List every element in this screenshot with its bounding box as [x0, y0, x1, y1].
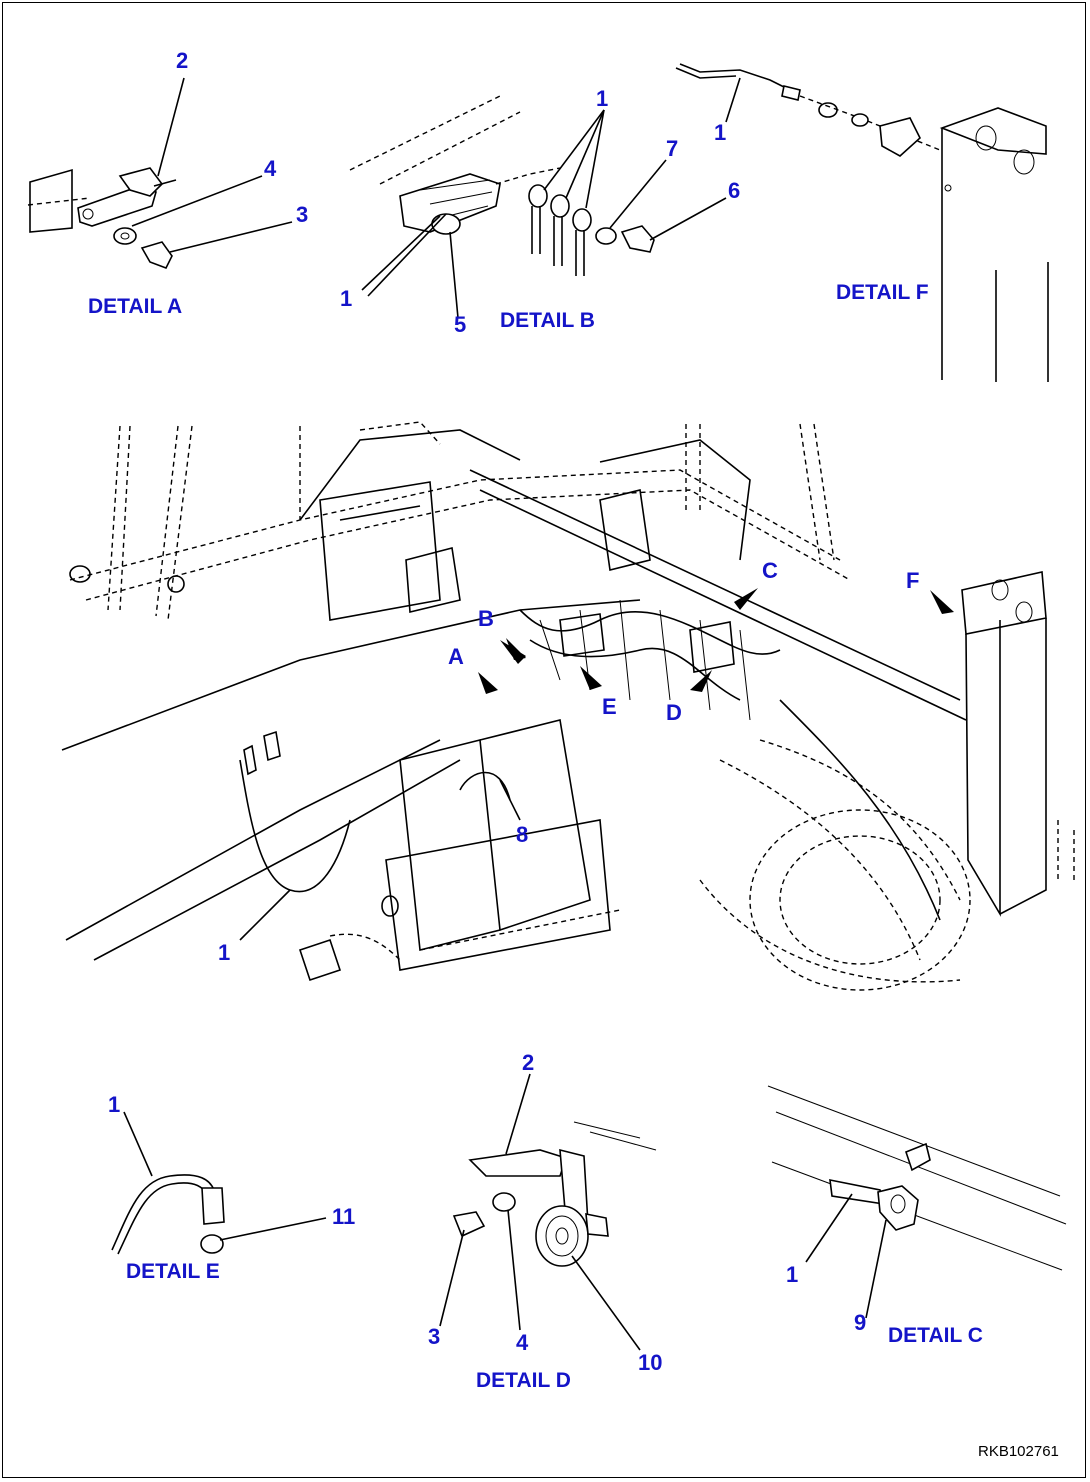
view-letter-f: F [906, 568, 919, 593]
detail-e-callout-1: 1 [108, 1092, 120, 1117]
detail-e-callout-11: 11 [332, 1204, 355, 1229]
detail-f-callout-1: 1 [714, 120, 726, 145]
view-letter-b: B [478, 606, 494, 631]
main-callout-1: 1 [218, 940, 230, 965]
detail-b-callout-1-top: 1 [596, 86, 608, 111]
detail-a-callout-4: 4 [264, 156, 277, 181]
detail-b-callout-6: 6 [728, 178, 740, 203]
detail-f-drawing [675, 63, 1049, 382]
drawing-reference: RKB102761 [978, 1443, 1059, 1460]
detail-d-callout-10: 10 [638, 1350, 662, 1375]
detail-c-callout-1: 1 [786, 1262, 798, 1287]
detail-c-callout-9: 9 [854, 1310, 866, 1335]
detail-c-drawing [767, 1085, 1067, 1319]
detail-a-callout-3: 3 [296, 202, 308, 227]
main-callout-8: 8 [516, 822, 528, 847]
detail-e-drawing [111, 1111, 327, 1255]
view-letter-e: E [602, 694, 617, 719]
detail-a-callout-2: 2 [176, 48, 188, 73]
main-view-drawing [61, 421, 1075, 991]
detail-c-label: DETAIL C [888, 1324, 983, 1347]
detail-b-callout-7: 7 [666, 136, 678, 161]
view-letter-d: D [666, 700, 682, 725]
detail-f-label: DETAIL F [836, 281, 929, 304]
detail-d-callout-3: 3 [428, 1324, 440, 1349]
detail-d-label: DETAIL D [476, 1369, 571, 1392]
detail-d-callout-4: 4 [516, 1330, 529, 1355]
detail-b-drawing [349, 95, 727, 319]
detail-a-label: DETAIL A [88, 295, 182, 318]
detail-b-callout-5: 5 [454, 312, 466, 337]
detail-a-drawing [27, 77, 293, 270]
detail-b-callout-1-left: 1 [340, 286, 352, 311]
detail-e-label: DETAIL E [126, 1260, 220, 1283]
detail-d-drawing [439, 1073, 657, 1351]
view-letter-c: C [762, 558, 778, 583]
view-letter-a: A [448, 644, 464, 669]
detail-d-callout-2: 2 [522, 1050, 534, 1075]
detail-b-label: DETAIL B [500, 309, 595, 332]
